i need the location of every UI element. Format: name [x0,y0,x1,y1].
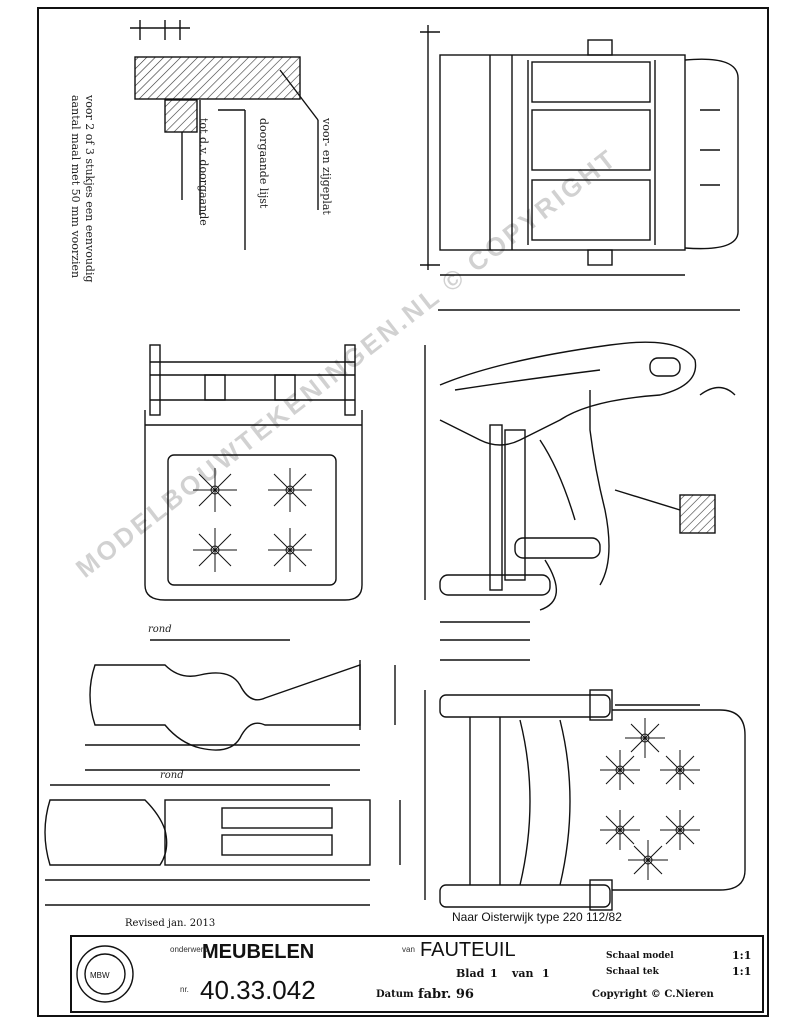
title-block: onderwerp MEUBELEN nr. 40.33.042 van FAU… [70,935,764,1013]
turned-leg-2 [44,784,401,906]
note-vertical-2: aantal maal met 50 mm voorzien [69,95,82,279]
label-rond-1: rond [148,624,172,635]
label-doorgaande-lijst: doorgaande lijst [257,118,270,209]
sheet-border [37,7,769,1017]
category-label: onderwerp [170,945,208,954]
note-vertical-1: voor 2 of 3 stukjes een eenvoudig [83,95,96,283]
top-view [424,689,746,911]
object-label: van [402,945,415,954]
of-label: van [512,967,534,980]
top-view-star-marks [600,718,700,880]
scale-model-value: 1:1 [732,949,752,962]
label-tot-doorgaande: tot d.v. doorgaande [197,118,210,226]
front-view [144,344,363,601]
source-note: Naar Oisterwijk type 220 112/82 [452,910,622,924]
label-rond-2: rond [160,770,184,781]
number-label: nr. [180,985,189,994]
turned-leg-1 [85,639,396,771]
sheet-value: 1 [490,967,498,980]
date-value: fabr. 96 [418,987,474,1002]
date-label: Datum [376,989,414,1000]
object-value: FAUTEUIL [420,939,516,961]
scale-detail-label: Schaal tek [606,967,659,977]
side-elevation [420,25,739,276]
scale-detail-value: 1:1 [732,965,752,978]
side-profile [424,309,740,661]
svg-text:MBW: MBW [90,971,110,980]
revised-note: Revised jan. 2013 [125,918,216,929]
category-value: MEUBELEN [202,941,315,963]
drawing-number: 40.33.042 [200,975,316,1005]
copyright: Copyright © C.Nieren [592,989,714,1000]
sheet-label: Blad [456,967,485,980]
section-detail [130,20,319,250]
logo: MBW [76,945,134,1003]
scale-model-label: Schaal model [606,951,674,961]
of-value: 1 [542,967,550,980]
label-voor-zijgeplat: voor- en zijgeplat [320,118,333,215]
seat-star-marks [193,468,312,572]
